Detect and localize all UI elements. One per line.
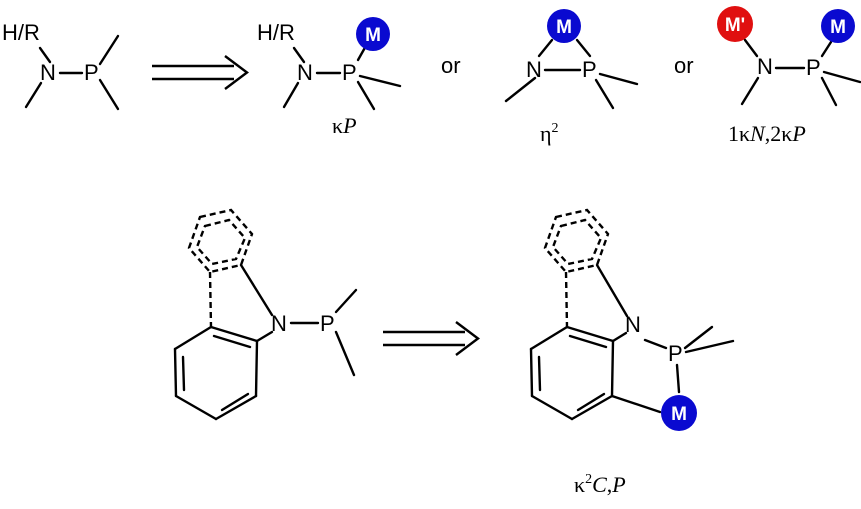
- bond: [743, 38, 759, 58]
- carbazole-phosphine: N P: [173, 208, 358, 421]
- bond: [356, 80, 376, 111]
- bond: [239, 263, 274, 317]
- bond: [684, 339, 735, 354]
- bond: [529, 347, 534, 398]
- bond: [173, 325, 213, 351]
- or-connector: or: [441, 53, 461, 78]
- bond: [208, 271, 213, 328]
- bond: [537, 38, 554, 58]
- bond: [595, 263, 629, 318]
- nitrogen-atom: N: [526, 57, 542, 82]
- phosphorus-atom: P: [668, 341, 683, 366]
- phosphorus-atom: P: [84, 60, 99, 85]
- bond: [568, 334, 608, 349]
- bond: [598, 72, 639, 86]
- bond: [504, 76, 537, 103]
- bond: [282, 81, 300, 109]
- bond: [565, 325, 615, 343]
- bond: [38, 46, 52, 64]
- metal-badge: [821, 9, 855, 43]
- free-aminophosphine: H/R N P: [2, 20, 120, 111]
- bond: [529, 325, 569, 351]
- bond: [576, 392, 606, 412]
- metal-label: M: [365, 25, 381, 46]
- kappa-p-complex: H/R N P M κP: [257, 17, 402, 138]
- eta-symbol: η: [540, 121, 552, 146]
- metal-badge: [547, 9, 581, 43]
- phosphorus-atom: P: [806, 55, 821, 80]
- nitrogen-atom: N: [625, 312, 641, 337]
- bond: [254, 339, 259, 398]
- bond: [214, 394, 258, 421]
- nitrogen-atom: N: [271, 311, 287, 336]
- kappa-p-label: κP: [332, 113, 357, 138]
- dashed-ring-inner: [551, 218, 603, 266]
- bond: [98, 78, 120, 111]
- bond: [98, 34, 120, 66]
- phosphorus-atom: P: [582, 57, 597, 82]
- metal-badge: [356, 17, 390, 51]
- nitrogen-atom: N: [757, 54, 773, 79]
- dashed-ring-inner: [195, 218, 247, 266]
- bond: [209, 325, 259, 343]
- bond: [820, 76, 838, 107]
- bond: [683, 325, 714, 350]
- second-metal-label: M': [725, 15, 745, 36]
- phosphorus-atom: P: [342, 60, 357, 85]
- bond: [24, 81, 43, 109]
- second-metal-badge: [717, 6, 753, 42]
- bond: [643, 338, 668, 350]
- bridging-complex: M' N P M 1κN,2κP: [717, 6, 861, 146]
- bond: [570, 394, 614, 421]
- eta2-complex: N P M η2: [504, 9, 639, 146]
- bond: [820, 40, 833, 58]
- bond: [255, 330, 274, 343]
- bond: [173, 347, 178, 398]
- metal-badge: [661, 395, 697, 431]
- metal-label: M: [671, 404, 687, 425]
- bridging-label: 1κN,2κP: [728, 121, 806, 146]
- bond: [358, 74, 402, 88]
- dashed-ring: [187, 208, 254, 274]
- h-r-label: H/R: [257, 20, 295, 45]
- metal-label: M: [556, 17, 572, 38]
- bond: [334, 330, 356, 377]
- bond: [334, 288, 358, 314]
- kappa2-cp-label: κ2C,P: [574, 472, 626, 497]
- double-arrow-top: [152, 55, 249, 90]
- bond: [575, 38, 592, 58]
- dashed-ring: [543, 208, 610, 274]
- bond: [740, 76, 760, 106]
- bond: [174, 394, 218, 421]
- or-connector: or: [674, 53, 694, 78]
- bond: [292, 46, 306, 64]
- p-italic: P: [342, 113, 356, 138]
- kappa2-cp-complex: N P M κ2C,P: [529, 208, 735, 497]
- bond: [611, 331, 628, 343]
- bond: [181, 355, 186, 392]
- nitrogen-atom: N: [40, 60, 56, 85]
- bond: [212, 334, 252, 349]
- metal-label: M: [830, 17, 846, 38]
- bond: [220, 392, 250, 412]
- phosphorus-atom: P: [320, 311, 335, 336]
- bond: [675, 363, 681, 394]
- kappa-symbol: κ: [332, 113, 343, 138]
- bond: [530, 394, 574, 421]
- bond: [610, 339, 615, 398]
- bond: [822, 70, 861, 84]
- bond: [594, 78, 615, 110]
- h-r-label: H/R: [2, 20, 40, 45]
- bond: [564, 271, 569, 328]
- bond: [537, 355, 542, 392]
- eta2-label: η2: [540, 121, 559, 146]
- nitrogen-atom: N: [297, 60, 313, 85]
- double-arrow-bottom: [383, 321, 480, 356]
- bond: [610, 394, 662, 414]
- superscript-2: 2: [552, 121, 559, 136]
